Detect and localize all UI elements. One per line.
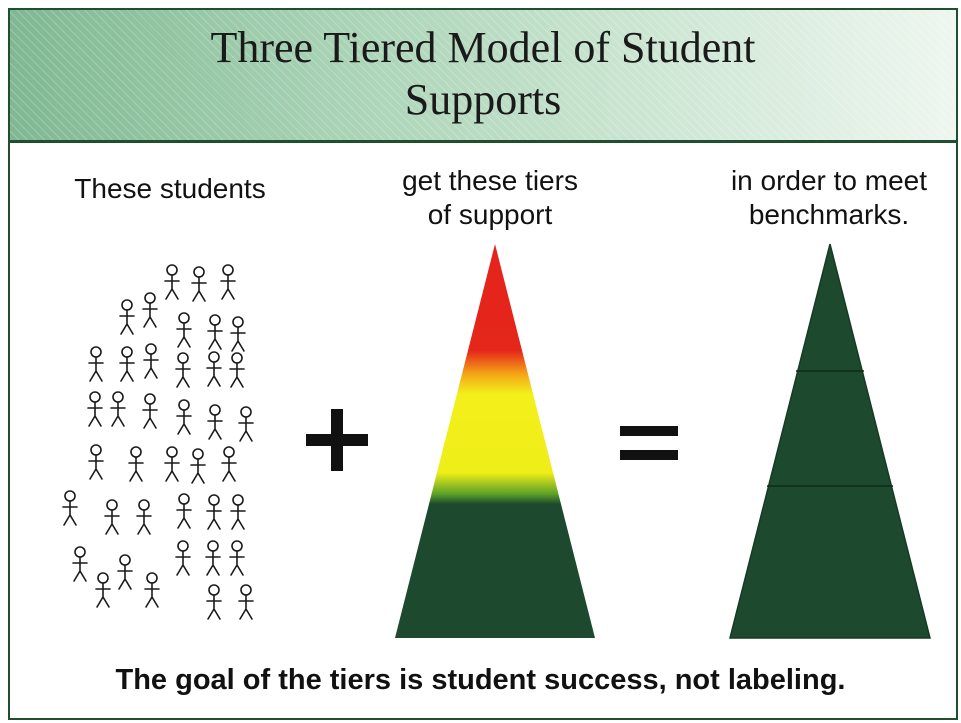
student-figure	[117, 554, 133, 590]
student-figure	[119, 346, 135, 382]
student-figure	[62, 490, 78, 526]
tiered-support-triangle	[395, 244, 595, 638]
equals-sign	[620, 426, 678, 460]
benchmark-triangle	[729, 243, 931, 639]
student-figure	[176, 312, 192, 348]
student-figure	[164, 446, 180, 482]
student-figure	[110, 391, 126, 427]
benchmark-triangle-shape	[729, 243, 931, 639]
plus-sign	[306, 409, 368, 471]
student-figure	[88, 346, 104, 382]
caption-students: These students	[74, 173, 266, 204]
student-figure	[238, 406, 254, 442]
caption-benchmarks: in order to meet benchmarks.	[730, 165, 928, 230]
student-figure	[206, 494, 222, 530]
student-figure	[205, 540, 221, 576]
student-figure	[238, 584, 254, 620]
student-figure	[220, 264, 236, 300]
student-figure	[190, 448, 206, 484]
student-figure	[144, 572, 160, 608]
student-figure	[136, 499, 152, 535]
caption-support: get these tiers of support	[402, 165, 578, 230]
student-figure	[128, 446, 144, 482]
student-figure	[206, 584, 222, 620]
student-figure	[104, 499, 120, 535]
student-figure	[95, 572, 111, 608]
student-figure	[229, 540, 245, 576]
student-figure	[119, 299, 135, 335]
student-figure	[221, 446, 237, 482]
student-figure	[143, 343, 159, 379]
student-figure	[230, 316, 246, 352]
student-figure	[175, 352, 191, 388]
student-figure	[176, 399, 192, 435]
student-figure	[142, 292, 158, 328]
student-figure	[191, 266, 207, 302]
student-figure	[87, 391, 103, 427]
student-figure	[142, 393, 158, 429]
student-figure	[72, 546, 88, 582]
student-figure	[229, 352, 245, 388]
student-figure	[175, 540, 191, 576]
student-figure	[207, 314, 223, 350]
student-figure	[207, 404, 223, 440]
tier-triangle-shape	[395, 244, 595, 638]
slide-title: Three Tiered Model of Student Supports	[210, 23, 756, 124]
student-figure	[230, 494, 246, 530]
student-figure	[206, 351, 222, 387]
goal-statement: The goal of the tiers is student success…	[115, 664, 846, 696]
student-figure	[88, 444, 104, 480]
student-figure	[176, 493, 192, 529]
title-banner: Three Tiered Model of Student Supports	[10, 10, 956, 143]
student-figure	[164, 264, 180, 300]
